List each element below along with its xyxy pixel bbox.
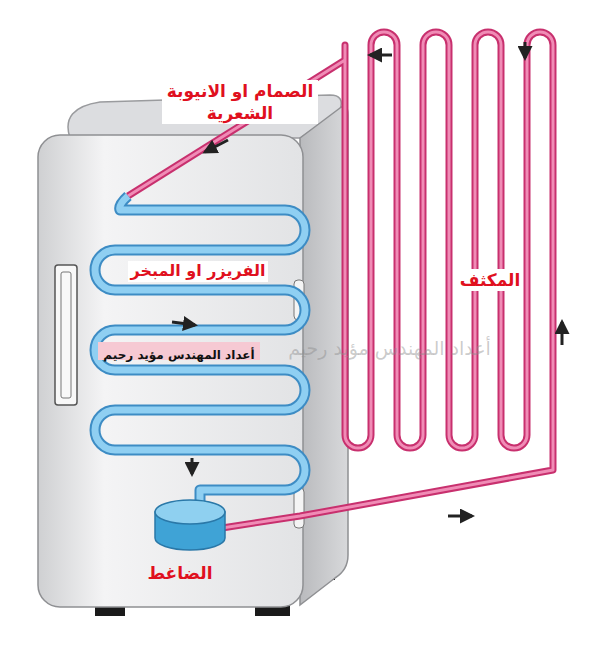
door-handle bbox=[55, 265, 77, 405]
flow-arrow bbox=[205, 140, 228, 152]
evaporator-coil bbox=[95, 196, 305, 503]
condenser-label: المكثف bbox=[450, 269, 530, 291]
flow-arrow bbox=[172, 322, 195, 325]
door-handle bbox=[61, 272, 71, 398]
flow-arrow bbox=[370, 54, 392, 57]
watermark: أعداد المهندس مؤيد رحيم bbox=[285, 336, 494, 361]
flow-arrow bbox=[561, 322, 564, 345]
hinge bbox=[294, 488, 304, 528]
evaporator-label: الفريزر او المبخر bbox=[118, 261, 278, 282]
valve-label: الصمام او الانيوبة الشعرية bbox=[150, 80, 330, 124]
credit-box: أعداد المهندس مؤيد رحيم bbox=[98, 342, 260, 360]
flow-arrow bbox=[448, 515, 472, 518]
compressor bbox=[155, 500, 225, 550]
flow-arrow bbox=[524, 42, 527, 58]
evaporator-coil bbox=[95, 196, 305, 503]
compressor-label: الضاغط bbox=[144, 562, 215, 584]
valve-label: الصمام او الانيوبة الشعرية bbox=[162, 80, 318, 124]
credit-text: أعداد المهندس مؤيد رحيم bbox=[103, 348, 254, 362]
watermark: أعداد المهندس مؤيد رحيم bbox=[262, 336, 517, 361]
compressor-label: الضاغط bbox=[140, 562, 220, 584]
evaporator-label: الفريزر او المبخر bbox=[128, 261, 269, 282]
flow-arrow bbox=[191, 458, 194, 474]
condenser-label: المكثف bbox=[457, 269, 524, 291]
